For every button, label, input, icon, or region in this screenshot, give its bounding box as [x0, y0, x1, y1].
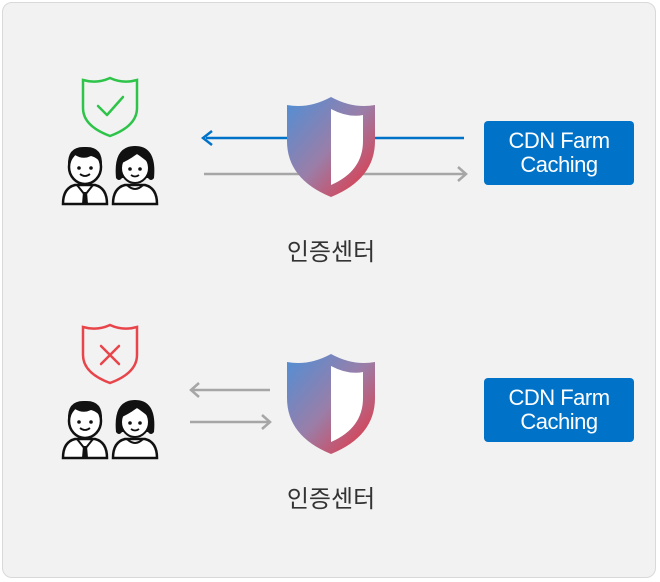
cdn-label-line2: Caching [520, 409, 598, 434]
users-icon [61, 144, 159, 206]
cdn-label-line1: CDN Farm [508, 128, 610, 153]
cdn-label-line2: Caching [520, 152, 598, 177]
security-shield-icon [287, 354, 375, 454]
auth-center-label: 인증센터 [286, 238, 376, 266]
allowed-status-icon [81, 76, 139, 138]
security-shield-icon [287, 97, 375, 197]
auth-center-label: 인증센터 [286, 485, 376, 513]
cdn-farm-caching-box: CDN Farm Caching [484, 378, 634, 442]
users-icon [61, 398, 159, 460]
rejected-arrow-back [189, 382, 270, 398]
cdn-farm-caching-box: CDN Farm Caching [484, 121, 634, 185]
request-arrow [190, 414, 272, 430]
cdn-label-line1: CDN Farm [508, 385, 610, 410]
blocked-status-icon [81, 323, 139, 385]
